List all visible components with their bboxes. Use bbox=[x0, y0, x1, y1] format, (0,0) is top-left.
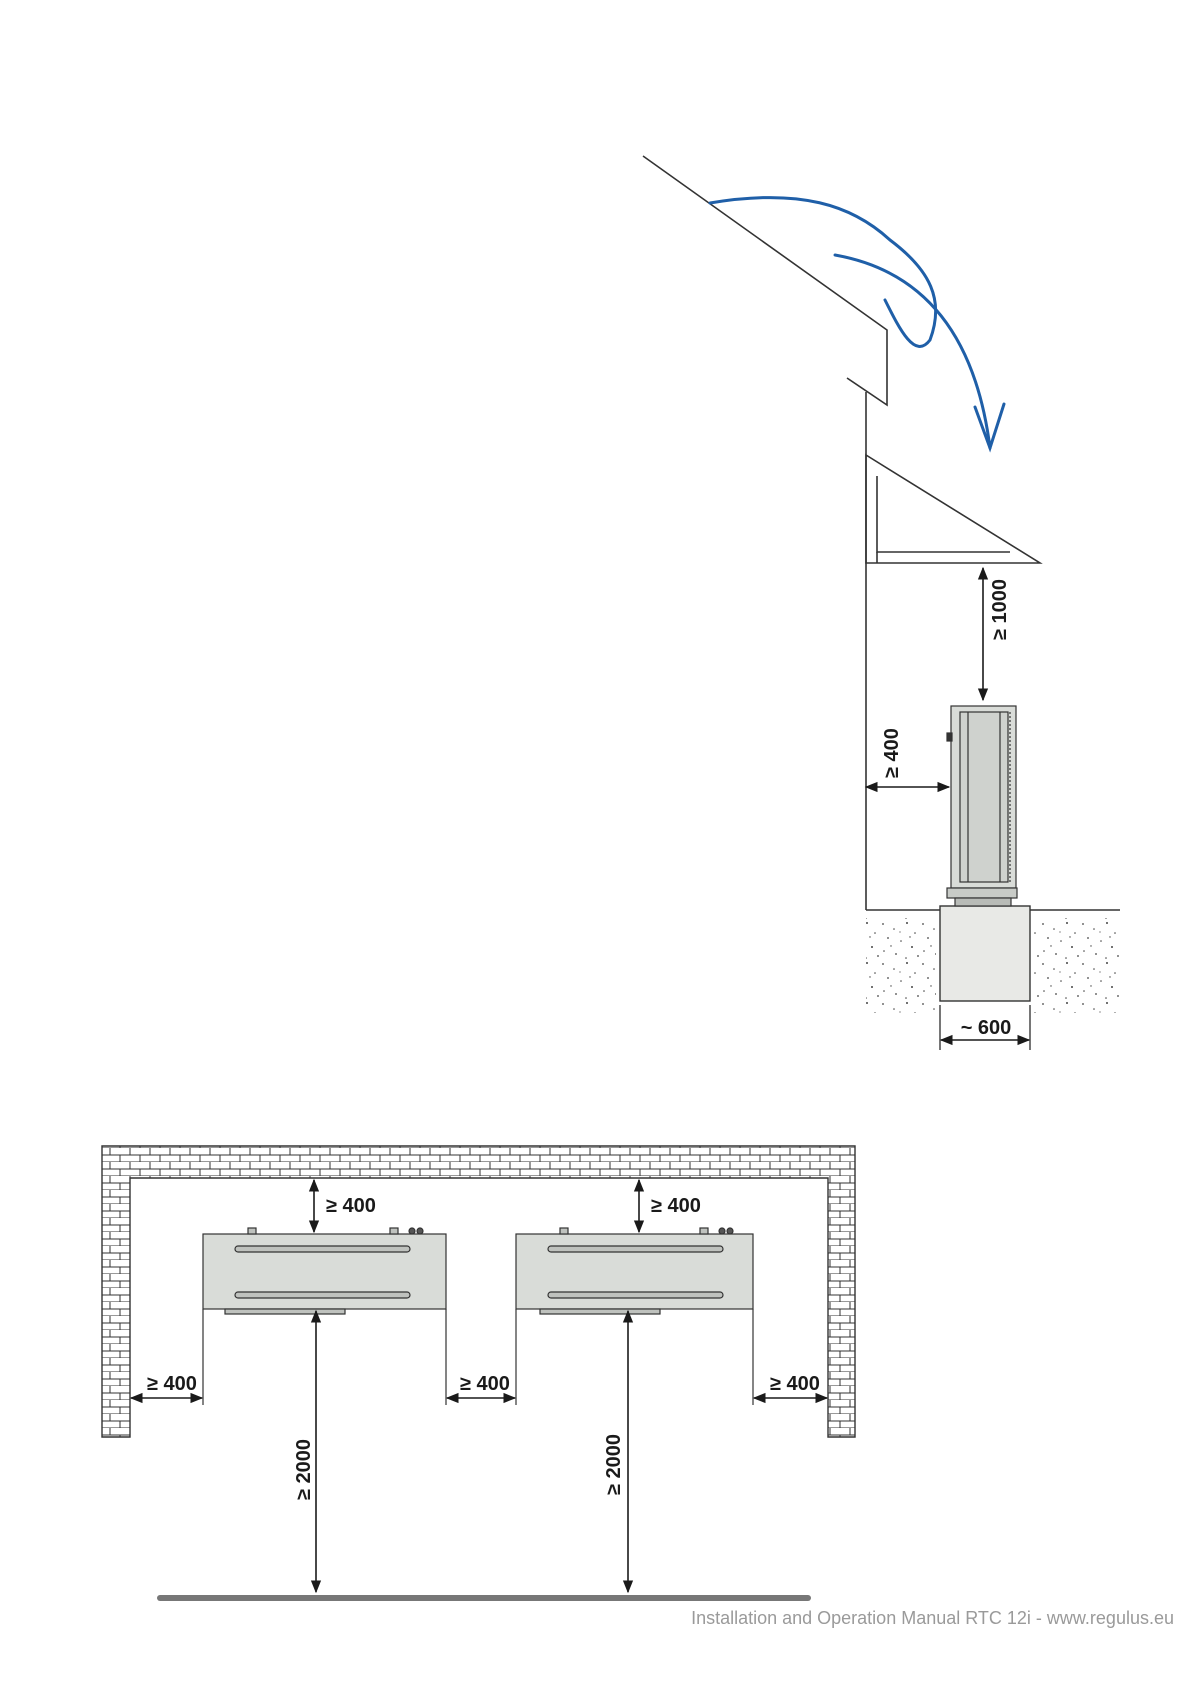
page-footer: Installation and Operation Manual RTC 12… bbox=[691, 1608, 1174, 1629]
dim-between-label: ≥ 400 bbox=[460, 1373, 510, 1395]
roof-outline bbox=[643, 156, 887, 405]
dim-front-left-label: ≥ 2000 bbox=[293, 1439, 315, 1500]
gravel-right bbox=[1034, 918, 1120, 1013]
dim-side-left-label: ≥ 400 bbox=[147, 1373, 197, 1395]
heat-pump-unit-2 bbox=[516, 1228, 753, 1405]
heat-pump-unit-side bbox=[947, 706, 1017, 906]
canopy-bracket bbox=[866, 455, 1040, 563]
gravel-left bbox=[866, 918, 936, 1013]
dim-wall-label: ≥ 400 bbox=[881, 728, 903, 778]
dim-top-label: ≥ 1000 bbox=[989, 579, 1011, 640]
side-view: ≥ 1000 ≥ 400 ~ 600 bbox=[643, 156, 1120, 1050]
dim-front-right-label: ≥ 2000 bbox=[603, 1434, 625, 1495]
foundation-block bbox=[940, 906, 1030, 1001]
dim-foundation-label: ~ 600 bbox=[961, 1017, 1012, 1039]
dim-side-right-label: ≥ 400 bbox=[770, 1373, 820, 1395]
dim-back-right-label: ≥ 400 bbox=[651, 1195, 701, 1217]
dim-back-left-label: ≥ 400 bbox=[326, 1195, 376, 1217]
top-view: ≥ 400 ≥ 400 ≥ 400 ≥ 400 ≥ 400 ≥ 2000 ≥ 2… bbox=[102, 1146, 855, 1598]
heat-pump-unit-1 bbox=[203, 1228, 446, 1405]
